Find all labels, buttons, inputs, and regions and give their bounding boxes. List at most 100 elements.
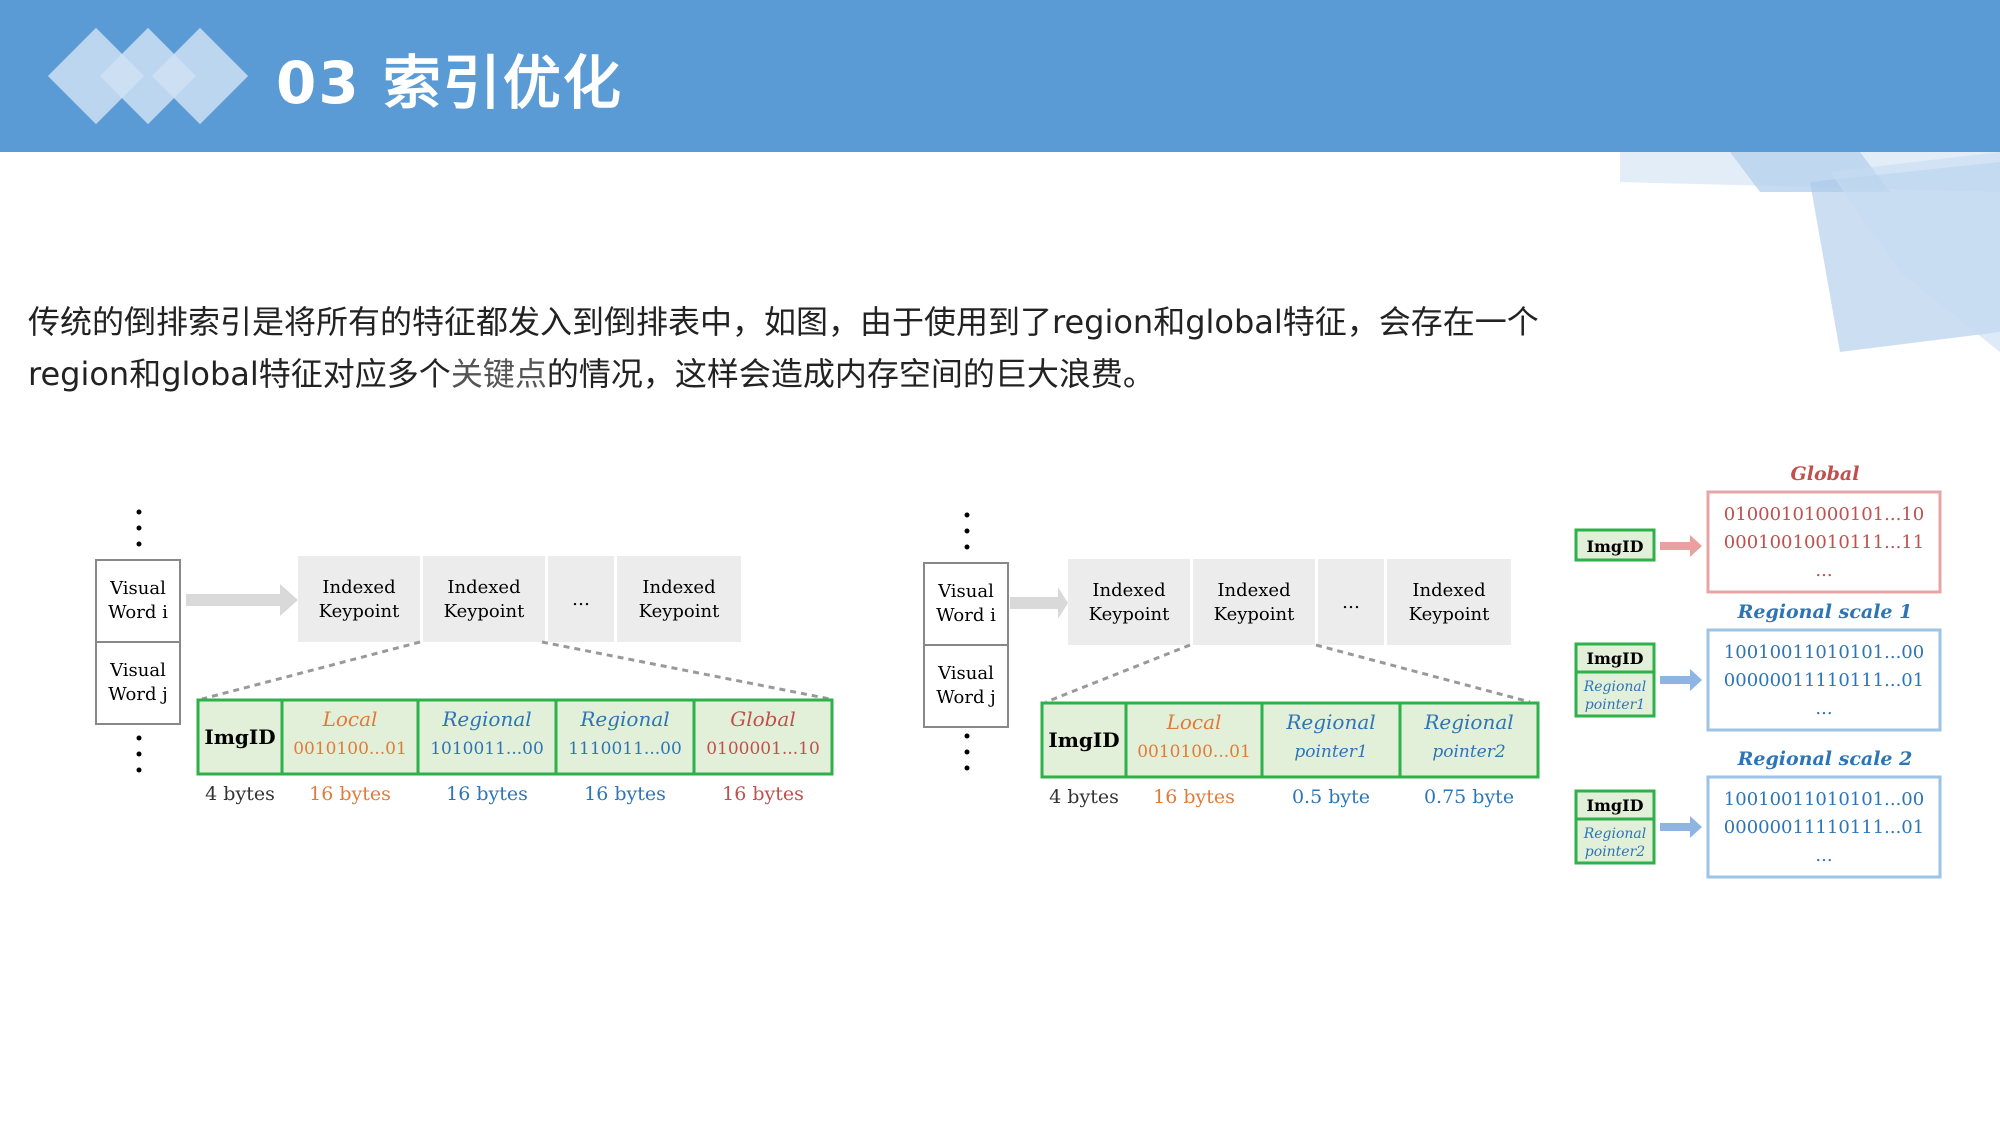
diamond-icon [151,27,249,125]
field-size: 16 bytes [1153,786,1235,808]
field-name: Local [1166,710,1222,734]
block-bits: ... [1815,698,1832,719]
visual-word-j-line2: Word j [108,684,168,705]
visual-word-i-line2: Word i [108,602,168,623]
arrow-right-icon [1660,535,1702,557]
keypoint-label-line2: Keypoint [1214,604,1295,625]
keypoint-label-line1: Indexed [1092,580,1165,601]
block-bits: 10010011010101...00 [1724,642,1924,663]
block-label: Regional scale 2 [1737,748,1913,770]
field-value: 1010011...00 [430,739,544,759]
field-value: 1110011...00 [568,739,682,759]
block-bits: 00000011110111...01 [1724,670,1924,691]
keypoint-box [1318,559,1384,645]
imgid-label: ImgID [1587,796,1644,815]
page-title: 03 索引优化 [276,49,623,117]
keypoint-label-line2: Keypoint [1409,604,1490,625]
field-name: Regional [1423,710,1513,734]
vertical-dots-top [964,512,970,550]
field-name: ImgID [204,725,275,749]
keypoint-box [1193,559,1315,645]
storage-blocks-diagram: Global01000101000101...1000010010010111.… [1574,463,1942,879]
vertical-dots-bottom [964,733,970,771]
keypoint-box [548,556,614,642]
field-name: Global [730,707,796,731]
field-size: 4 bytes [1049,786,1119,808]
vertical-dots-bottom [136,735,142,773]
block-bits: 00010010010111...11 [1724,532,1924,553]
imgid-cell [1574,789,1656,821]
field-name: Local [322,707,378,731]
keypoint-label-line2: Keypoint [444,601,525,622]
description-line-2: region和global特征对应多个关键点的情况，这样会造成内存空间的巨大浪费… [28,348,1628,400]
block-label: Regional scale 1 [1737,601,1913,623]
field-value: pointer1 [1294,742,1367,762]
arrow-right-icon [1660,816,1702,838]
field-cell [1260,701,1402,779]
description-text: 传统的倒排索引是将所有的特征都发入到倒排表中，如图，由于使用到了region和g… [28,296,1628,400]
decorative-shapes [1620,152,2000,352]
imgid-cell [1574,642,1656,674]
arrow-right-icon [186,584,298,616]
field-cell [1040,701,1128,779]
keypoint-label-line1: Indexed [447,577,520,598]
field-size: 0.5 byte [1292,786,1370,808]
field-size: 16 bytes [722,783,804,805]
visual-word-i-box [95,559,181,643]
field-size: 16 bytes [584,783,666,805]
block-label: Global [1791,463,1860,485]
visual-word-j-line1: Visual [109,660,166,681]
ellipsis-label: … [1342,592,1360,613]
visual-word-j-line2: Word j [936,687,996,708]
visual-word-i-line1: Visual [109,578,166,599]
keypoint-label-line2: Keypoint [639,601,720,622]
field-size: 0.75 byte [1424,786,1514,808]
description-line-2-pre: region和global特征对应多个 [28,355,451,393]
field-name: Regional [441,707,531,731]
field-size: 4 bytes [205,783,275,805]
field-cell [692,698,834,776]
field-name: Regional [579,707,669,731]
block-box [1706,628,1942,732]
imgid-label: ImgID [1587,537,1644,556]
keypoint-box [423,556,545,642]
block-box [1706,775,1942,879]
inverted-index-diagram-optimized: Visual Word i Visual Word j IndexedKeypo… [923,512,1540,808]
field-value: 0010100...01 [1137,742,1251,762]
description-line-1: 传统的倒排索引是将所有的特征都发入到倒排表中，如图，由于使用到了region和g… [28,303,1539,341]
dashed-expand-left [1045,643,1191,704]
arrow-right-icon [1660,669,1702,691]
field-cell [554,698,696,776]
field-name: ImgID [1048,728,1119,752]
keyword-keypoint: 关键点 [450,355,547,393]
pointer-label-line1: Regional [1583,679,1647,695]
keypoint-label-line2: Keypoint [319,601,400,622]
block-bits: 00000011110111...01 [1724,817,1924,838]
block-box [1706,490,1942,594]
header-bar: 03 索引优化 [0,0,2000,152]
arrow-right-icon [1010,587,1068,619]
inverted-index-diagram-original: Visual Word i Visual Word j IndexedKeypo… [95,509,834,805]
keypoint-box [617,556,741,642]
field-value: 0100001...10 [706,739,820,759]
dashed-expand-right [541,640,831,701]
visual-word-i-line2: Word i [936,605,996,626]
vertical-dots-top [136,509,142,547]
visual-word-i-line1: Visual [937,581,994,602]
pointer-label-line1: Regional [1583,826,1647,842]
keypoint-label-line1: Indexed [322,577,395,598]
imgid-cell [1574,528,1656,562]
field-cell [1398,701,1540,779]
pointer-label-line2: pointer1 [1585,697,1645,713]
keypoint-label-line2: Keypoint [1089,604,1170,625]
pointer-cell [1574,817,1656,865]
imgid-label: ImgID [1587,649,1644,668]
visual-word-i-box [923,562,1009,646]
ellipsis-label: … [572,589,590,610]
keypoint-box [1387,559,1511,645]
keypoint-label-line1: Indexed [642,577,715,598]
record-fields: ImgID 4 bytes Local 0010100...01 16 bytes Reg… [1040,701,1540,808]
visual-word-j-line1: Visual [937,663,994,684]
